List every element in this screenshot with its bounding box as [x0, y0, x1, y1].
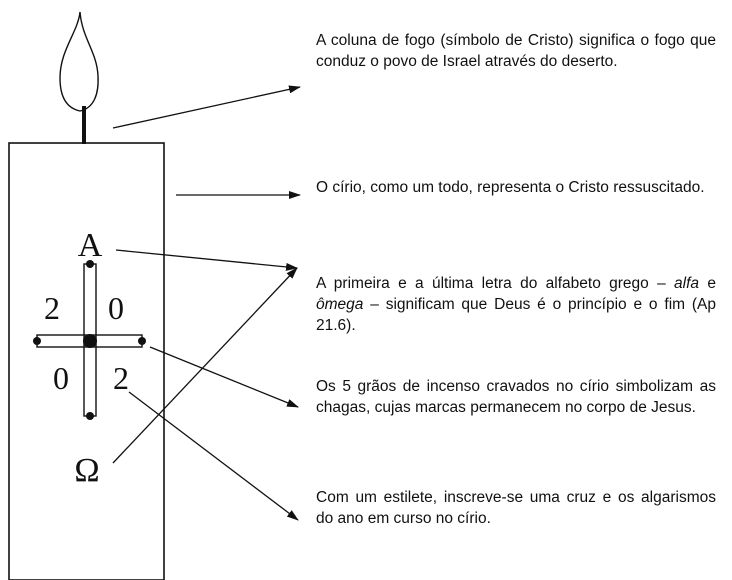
incense-grain-left [33, 337, 41, 345]
year-digit-top-left: 2 [44, 290, 60, 326]
incense-grain-top [86, 260, 94, 268]
arrow-incense [149, 346, 299, 408]
caption-incense: Os 5 grãos de incenso cravados no círio … [316, 378, 716, 416]
caption-alpha-omega-before: A primeira e a última letra do alfabeto … [316, 275, 675, 292]
incense-grain-center [83, 334, 97, 348]
arrow-alpha [115, 249, 298, 271]
candle-wick [82, 106, 86, 144]
word-omega: ômega [316, 296, 364, 313]
incense-grain-right [138, 337, 146, 345]
caption-alpha-omega-after: – significam que Deus é o princípio e o … [316, 296, 716, 334]
word-alfa: alfa [674, 275, 700, 292]
letter-alpha: A [78, 227, 103, 264]
year-digit-bottom-right: 2 [113, 360, 129, 396]
caption-alpha-omega-middle: e [699, 275, 716, 292]
caption-flame: A coluna de fogo (símbolo de Cristo) sig… [316, 32, 716, 70]
caption-candle-body: O círio, como um todo, representa o Cris… [316, 179, 705, 196]
incense-grain-bottom [86, 412, 94, 420]
candle-flame [59, 11, 99, 112]
caption-alpha-omega: A primeira e a última letra do alfabeto … [316, 273, 716, 336]
arrow-omega [112, 267, 298, 464]
year-digit-bottom-left: 0 [53, 360, 69, 396]
letter-omega: Ω [74, 452, 99, 489]
arrow-flame [112, 85, 301, 129]
arrow-inscription [128, 391, 299, 521]
year-digit-top-right: 0 [108, 290, 124, 326]
caption-inscription: Com um estilete, inscreve-se uma cruz e … [316, 489, 716, 527]
candle-body [8, 142, 165, 580]
